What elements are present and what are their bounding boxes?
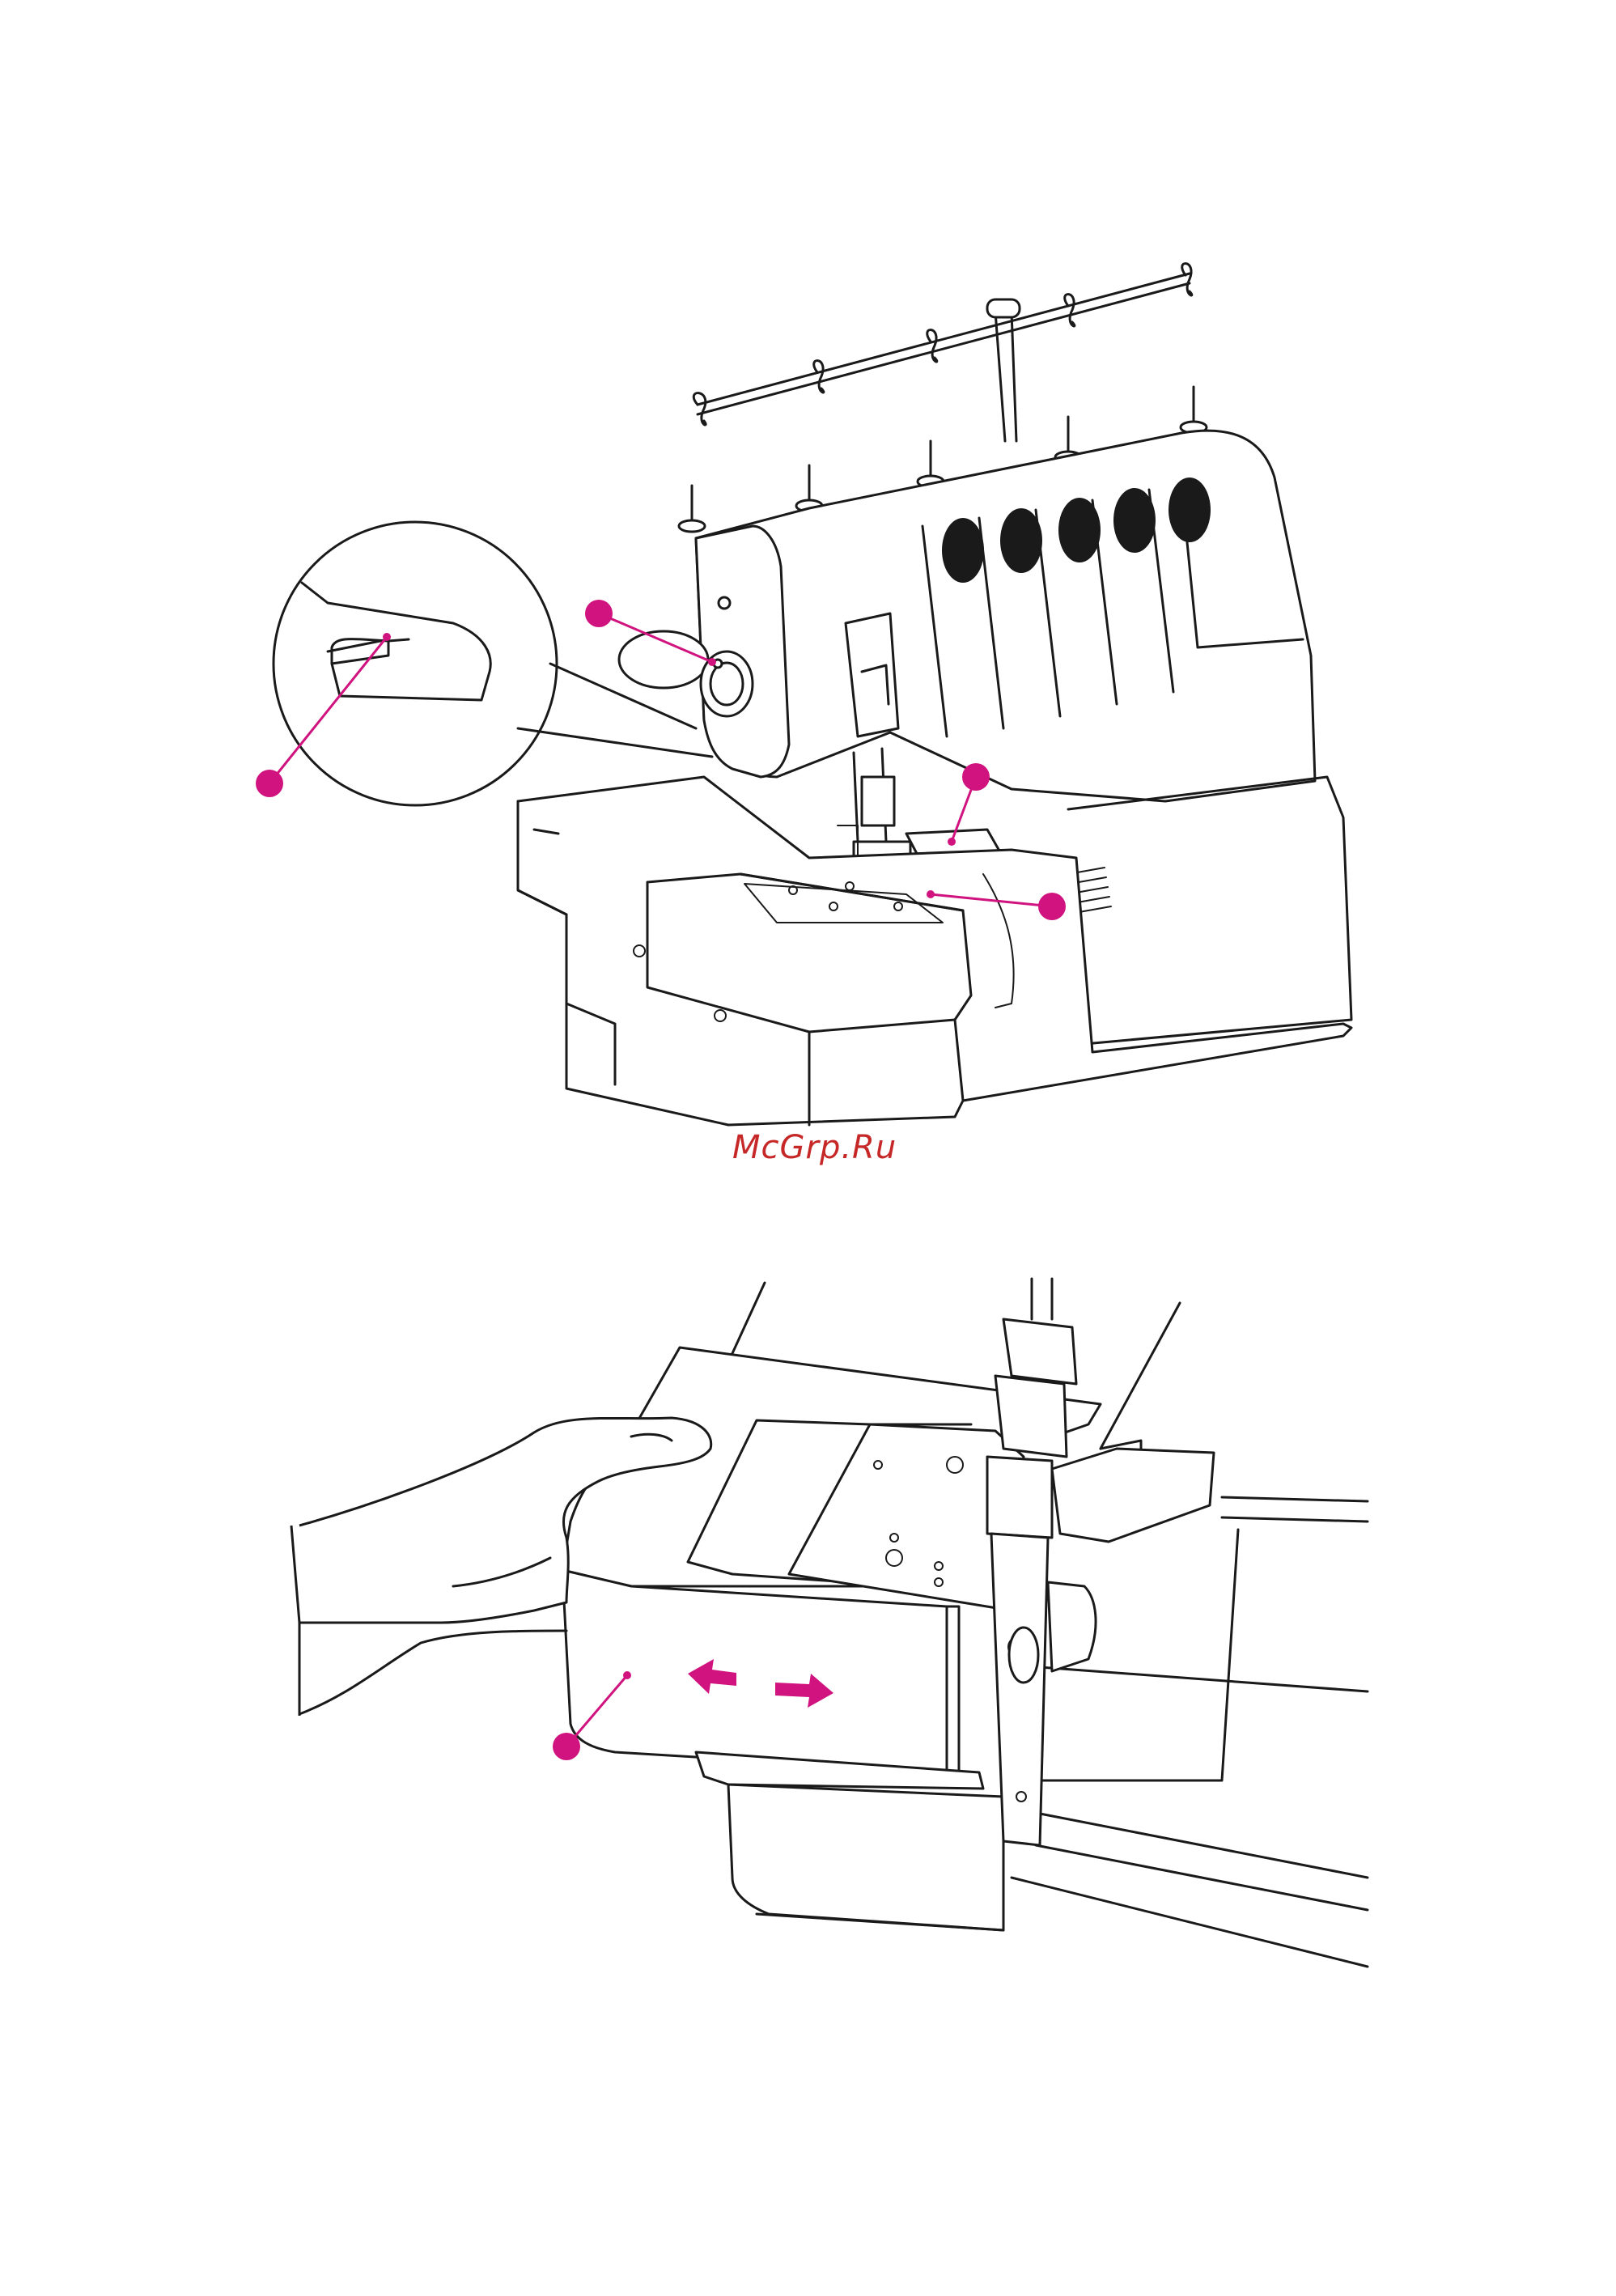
watermark-text: McGrp.Ru: [732, 1129, 897, 1166]
figure-bottom-freearm-cover: [291, 1279, 1368, 1967]
callout-marker: [962, 763, 990, 791]
side-vents: [1068, 777, 1351, 1044]
presser-foot-assembly: [987, 1279, 1214, 1845]
callout-marker: [256, 770, 283, 797]
figure-top-overlock-machine: [256, 264, 1351, 1125]
callout-marker: [1038, 893, 1066, 920]
callout-marker: [585, 600, 613, 627]
callout-marker: [553, 1733, 580, 1760]
spool-stand-icon: [693, 264, 1192, 441]
